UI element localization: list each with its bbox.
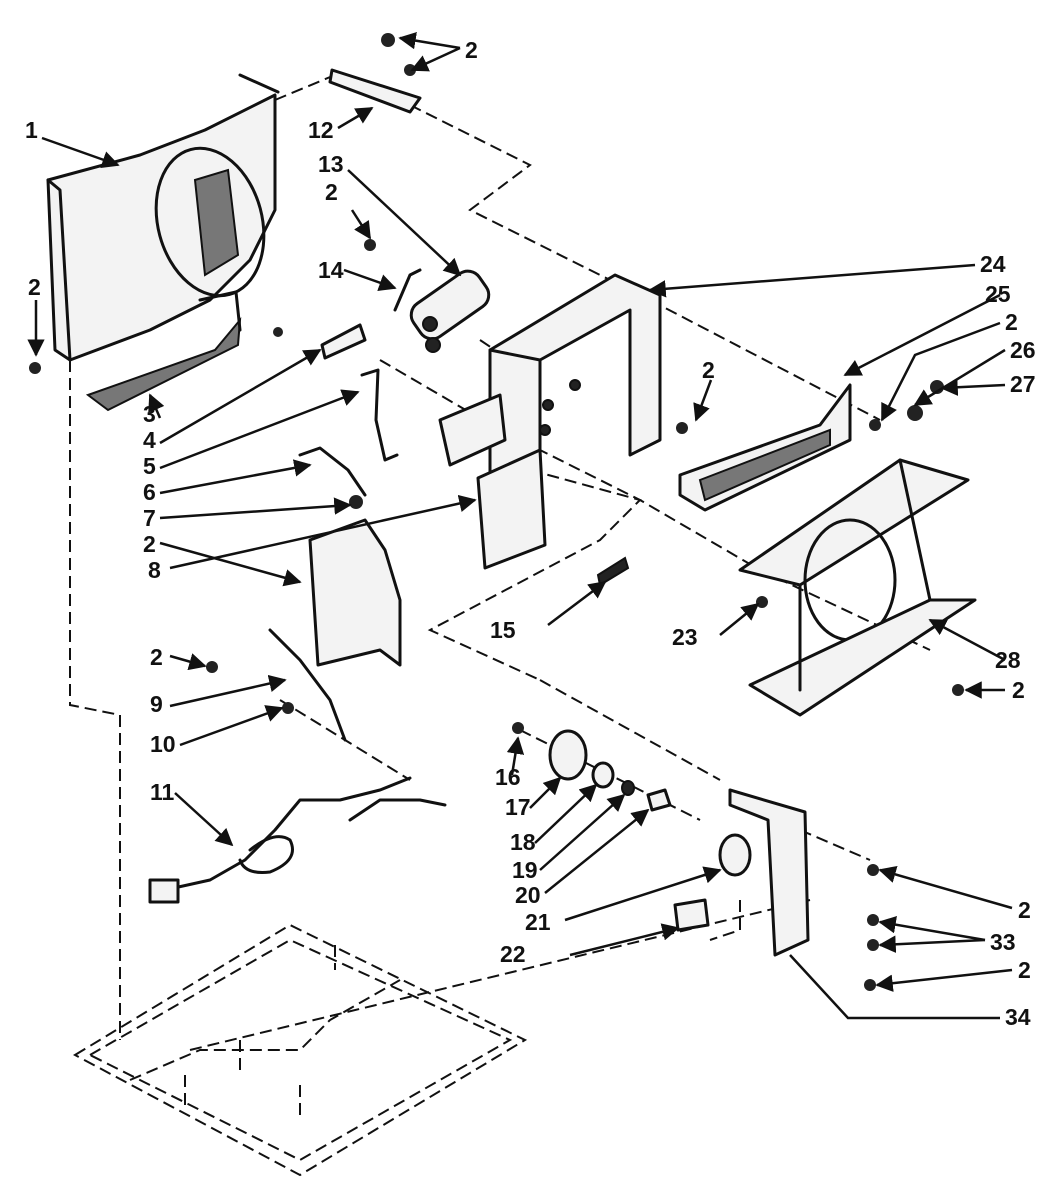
callout-11: 11 [150,779,175,805]
callout-2-left: 2 [28,274,41,300]
knob-assembly [548,729,672,812]
callout-23: 23 [672,624,698,650]
callout-28: 28 [995,647,1021,673]
power-cord [148,776,447,904]
control-box [438,273,662,570]
callout-2-f: 2 [702,357,715,383]
callout-2-e: 2 [1005,309,1018,335]
callout-13: 13 [318,151,344,177]
grille [678,383,852,512]
callout-16: 16 [495,764,521,790]
terminal-block [320,323,367,360]
callout-27: 27 [1010,371,1036,397]
callout-15: 15 [490,617,516,643]
callout-20: 20 [515,882,541,908]
callout-26: 26 [1010,337,1036,363]
wire-6 [298,446,367,497]
callout-17: 17 [505,794,531,820]
callout-2-h: 2 [1018,897,1031,923]
callout-12: 12 [308,117,334,143]
leader-lines [27,31,1013,1020]
callout-2-g: 2 [1012,677,1025,703]
callout-2-i: 2 [1018,957,1031,983]
bracket-8 [308,518,402,667]
callout-1: 1 [25,117,38,143]
callout-7: 7 [143,505,156,531]
callout-22: 22 [500,941,526,967]
screws [29,33,964,991]
spring [596,556,630,587]
base-pan [72,923,528,1177]
callout-34: 34 [1005,1004,1031,1030]
wire-9 [268,628,347,742]
callout-10: 10 [150,731,176,757]
callout-5: 5 [143,453,156,479]
callout-labels: 2 1 12 13 2 2 14 3 4 5 6 7 2 8 2 9 10 11… [25,37,1036,1030]
callout-14: 14 [318,257,344,283]
filter-strip [85,290,242,412]
callout-6: 6 [143,479,156,505]
callout-25: 25 [985,281,1011,307]
top-bracket [328,68,422,114]
blower-housing [738,458,977,717]
callout-2-d: 2 [150,644,163,670]
callout-18: 18 [510,829,536,855]
callout-21: 21 [525,909,551,935]
callout-9: 9 [150,691,163,717]
front-panel [46,73,280,362]
callout-19: 19 [512,857,538,883]
wire-5 [360,368,399,462]
callout-8: 8 [148,557,161,583]
callout-24: 24 [980,251,1006,277]
callout-3: 3 [143,401,156,427]
callout-2-b: 2 [325,179,338,205]
callout-4: 4 [143,427,156,453]
capacitor [393,268,491,353]
control-bracket [673,788,810,957]
callout-2-c: 2 [143,531,156,557]
callout-2-top: 2 [465,37,478,63]
callout-33: 33 [990,929,1016,955]
